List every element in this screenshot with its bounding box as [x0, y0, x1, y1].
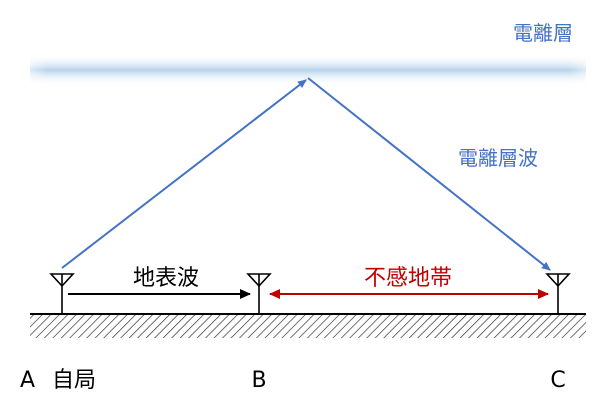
sky-wave-label: 電離層波	[458, 146, 538, 170]
ground-wave-label: 地表波	[133, 266, 199, 291]
ionosphere-band	[30, 54, 586, 86]
antenna-icon	[49, 273, 75, 314]
ionosphere-label: 電離層	[513, 21, 573, 45]
own-station-label: 自局	[52, 368, 96, 393]
antenna-icon	[246, 273, 272, 314]
point-a-label: A	[20, 368, 35, 393]
point-b-label: B	[251, 368, 266, 393]
point-c-label: C	[550, 368, 565, 393]
dead-zone-label: 不感地帯	[364, 266, 452, 291]
ground-hatched	[30, 314, 586, 338]
antenna-icon	[545, 273, 571, 314]
sky-wave-down-arrow	[307, 77, 551, 271]
sky-wave-up-arrow	[61, 79, 307, 269]
